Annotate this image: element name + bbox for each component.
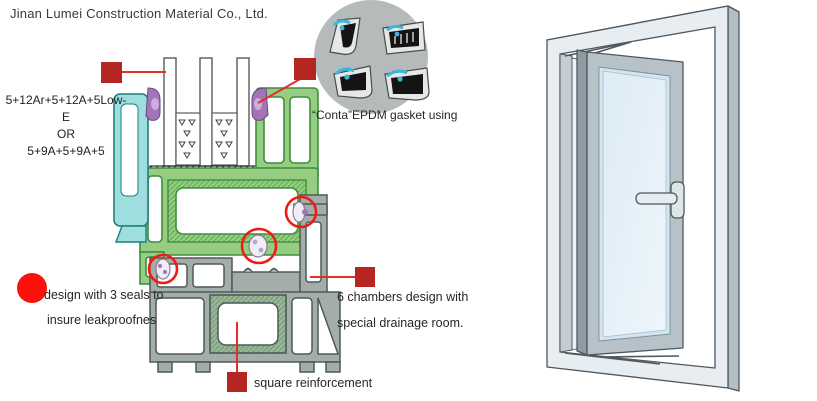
gasket-inset-photo (314, 0, 430, 114)
triple-glazing (149, 57, 269, 180)
glazing-bead-cyan (113, 93, 149, 243)
seal-details (155, 201, 308, 280)
square-reinforcement (209, 294, 287, 354)
seal-highlight-circles (147, 195, 318, 285)
chambers-note-line2: special drainage room. (337, 316, 464, 330)
frame-profile-gray (149, 194, 341, 373)
marker-glazing (101, 62, 122, 83)
window-handle (635, 192, 678, 205)
marker-reinforcement (227, 372, 247, 392)
seals-note-line1: design with 3 seals to (44, 288, 164, 302)
gasket-caption: “Conta”EPDM gasket using (312, 108, 458, 122)
glazing-spec-line1: 5+12Ar+5+12A+5Low-E (5, 93, 127, 124)
frame-jamb-reveal (559, 53, 573, 353)
annotation-lines (121, 71, 355, 374)
seals-note-line2: insure leakproofnes (47, 313, 157, 327)
glazing-spec-line3: 5+9A+5+9A+5 (27, 144, 105, 158)
profile-cross-section-drawing (17, 0, 430, 392)
reinforcement-label: square reinforcement (254, 376, 373, 390)
epdm-gasket-purple (145, 87, 269, 121)
stay-arm-bottom (564, 352, 680, 365)
annotation-markers (101, 58, 375, 392)
chambers-note-line1: 6 chambers design with (337, 290, 469, 304)
window-3d-illustration (546, 5, 740, 392)
sash-hinge-depth (576, 49, 588, 356)
frame-right-depth (727, 5, 740, 392)
glazing-spacer (175, 112, 238, 166)
stay-arm-top (564, 41, 632, 57)
marker-gasket (294, 58, 316, 80)
red-dot-bullet (17, 273, 47, 303)
glazing-spec-line2: OR (57, 127, 75, 141)
marker-chambers (355, 267, 375, 287)
glazing-spec: 5+12Ar+5+12A+5Low-E OR 5+9A+5+9A+5 (2, 92, 130, 160)
company-title: Jinan Lumei Construction Material Co., L… (10, 6, 268, 21)
glass-pane (602, 70, 667, 338)
